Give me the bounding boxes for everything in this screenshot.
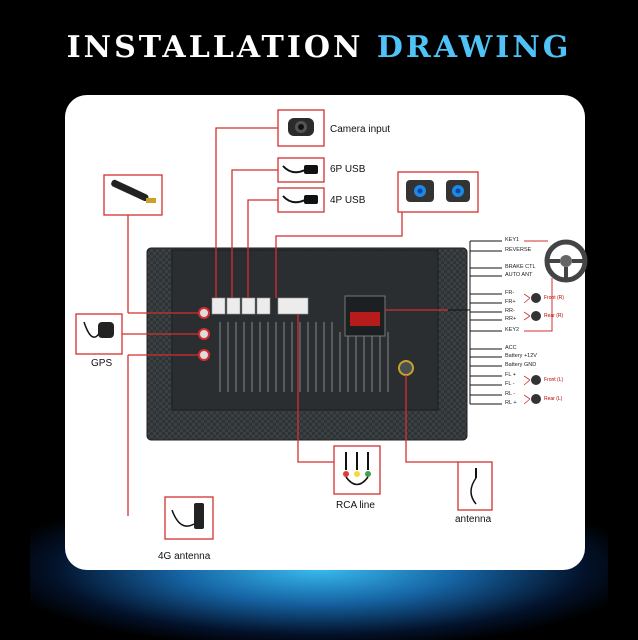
- pin-label: AUTO ANT: [505, 272, 533, 278]
- pin-label: KEY1: [505, 237, 520, 243]
- speaker-rear-r-label: Rear (R): [544, 313, 564, 319]
- speaker-icons: [531, 293, 541, 404]
- pin-label: FR+: [505, 299, 516, 305]
- gsm-antenna-icon: [111, 179, 156, 203]
- rca-port-3: [198, 349, 210, 361]
- speaker-rear-l-label: Rear (L): [544, 396, 563, 402]
- rear-camera-icon: [406, 180, 470, 202]
- gps-label: GPS: [91, 358, 113, 369]
- antenna-port: [398, 360, 414, 376]
- antenna-label: antenna: [455, 514, 492, 525]
- antenna4g-label: 4G antenna: [158, 551, 211, 562]
- heatsink-fins: [219, 322, 389, 392]
- pin-label: FL +: [505, 372, 516, 378]
- pin-label: RL -: [505, 391, 516, 397]
- camera-icon: [288, 118, 314, 136]
- antenna4g-box: [164, 496, 214, 540]
- camera-input-label: Camera input: [330, 124, 391, 135]
- pin-label: Battery +12V: [505, 353, 537, 359]
- pin-label: Battery GND: [505, 362, 537, 368]
- rca-line-label: RCA line: [336, 500, 375, 511]
- pin-label: RL +: [505, 400, 517, 406]
- usb6-label: 6P USB: [330, 164, 366, 175]
- page-title: INSTALLATION DRAWING: [0, 30, 638, 65]
- usb4-cable-icon: [282, 195, 318, 204]
- harness-bracket: [448, 240, 502, 405]
- title-word-installation: INSTALLATION: [66, 30, 364, 65]
- rca-port-2: [198, 328, 210, 340]
- title-word-drawing: DRAWING: [376, 30, 572, 65]
- connector-row: [211, 297, 309, 315]
- pin-label: KEY2: [505, 327, 520, 333]
- steering-wheel-icon: [544, 239, 588, 283]
- rca-port-1: [198, 307, 210, 319]
- gps-icon: [83, 321, 114, 338]
- pin-label: FL -: [505, 381, 515, 387]
- pin-label: RR-: [505, 308, 515, 314]
- speaker-wires: [523, 293, 531, 405]
- pin-label: BRAKE CTL: [505, 264, 536, 270]
- antenna4g-icon: [171, 503, 204, 529]
- rca-cable-icon: [343, 452, 371, 486]
- steering-wires: [524, 240, 553, 332]
- head-unit: [146, 247, 468, 441]
- pin-label: REVERSE: [505, 247, 532, 253]
- connection-wires: [122, 127, 458, 516]
- head-unit-rear-panel: [171, 249, 439, 411]
- speaker-front-r-label: Front (R): [544, 295, 564, 301]
- pin-label: FR-: [505, 290, 515, 296]
- pin-label: ACC: [505, 345, 517, 351]
- usb6-cable-icon: [282, 165, 318, 174]
- usb4-label: 4P USB: [330, 195, 366, 206]
- main-harness-plug: [350, 312, 380, 326]
- pin-label: RR+: [505, 316, 517, 322]
- speaker-front-l-label: Front (L): [544, 377, 564, 383]
- antenna-cable-icon: [470, 468, 477, 505]
